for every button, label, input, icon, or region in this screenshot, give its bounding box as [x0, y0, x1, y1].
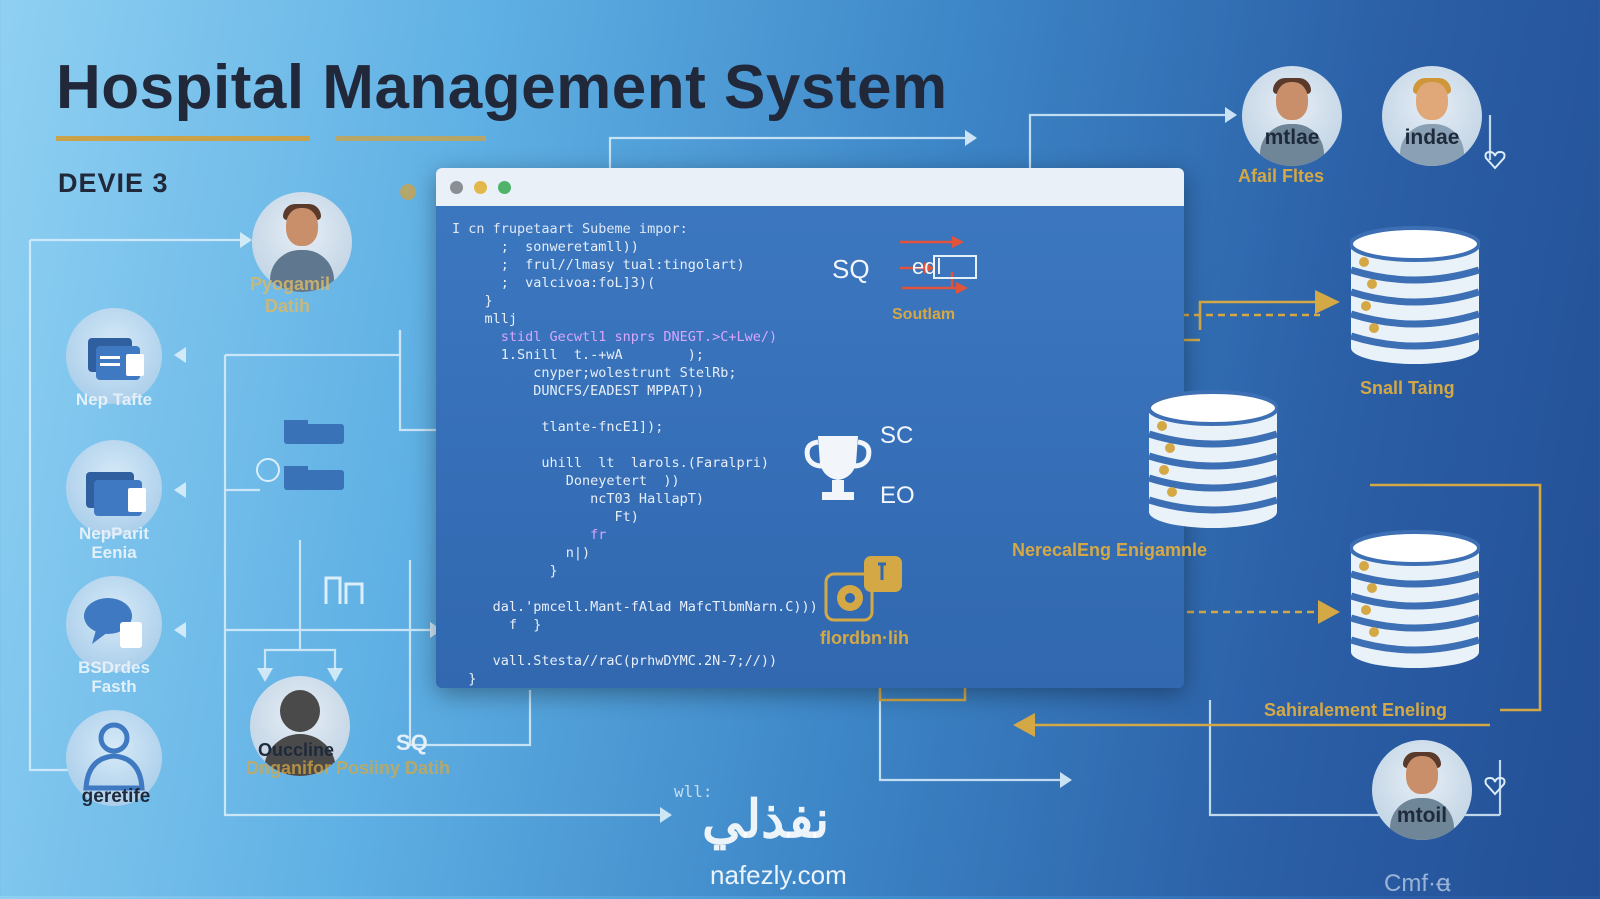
code-line: n|): [452, 545, 591, 561]
doctor-label: Pyogamil: [250, 274, 331, 294]
staff-avatar: [250, 676, 350, 776]
doctor-label-2: Datih: [265, 296, 310, 316]
code-line: uhill lt larols.(Faralpri): [452, 455, 769, 471]
database-bottom-label: Sahiralement Eneling: [1264, 700, 1448, 720]
chart-small-icon: [324, 576, 364, 604]
code-block: I cn frupetaart Subeme impor: ; sonweret…: [452, 220, 818, 688]
code-line: fr: [452, 527, 607, 543]
code-line: [452, 436, 818, 454]
code-line: 1.Snill t.-+wA );: [452, 347, 704, 363]
soutlam-label: Soutlam: [892, 306, 956, 323]
code-line: }: [452, 563, 558, 579]
wll-label: wll:: [674, 782, 713, 801]
page-title: Hospital Management System: [56, 53, 948, 122]
code-line: ; valcivoa:foL]3)(: [452, 275, 656, 291]
chat-icon[interactable]: [66, 576, 162, 672]
database-top-label: Snall Taing: [1360, 378, 1455, 398]
code-line: ncT03 HallapT): [452, 491, 704, 507]
code-line: [452, 580, 818, 598]
chat-label-2: Fasth: [91, 677, 137, 696]
database-bottom-icon: [1350, 530, 1480, 668]
sq-label: SQ: [832, 254, 870, 284]
code-line: tlante-fncE1]);: [452, 419, 664, 435]
user-label: geretife: [81, 786, 151, 807]
code-line: vall.Stesta//raC(prhwDYMC.2N-7;//)): [452, 653, 778, 669]
chat-label-1: BSDrdes: [78, 658, 150, 677]
flow-arrows-icon: [900, 236, 977, 294]
database-middle-icon: [1148, 390, 1278, 528]
minimize-dot-icon[interactable]: [474, 181, 487, 194]
staff-label: Dnganifor Posiiny Datih: [246, 758, 451, 778]
page-subtitle: DEVIE 3: [58, 168, 169, 198]
edl-label: edl: [912, 254, 942, 279]
code-line: cnyper;wolestrunt StelRb;: [452, 365, 737, 381]
code-line: f }: [452, 617, 542, 633]
folders-label-1: NepParit: [79, 524, 149, 543]
folder-tabs-icon: [284, 420, 344, 490]
code-line: dal.'pmcell.Mant-fAlad MafcTlbmNarn.C))): [452, 599, 818, 615]
user-icon[interactable]: [66, 710, 162, 806]
title-underline-secondary: [336, 136, 486, 141]
staff-avatar-a: mtlae: [1242, 66, 1342, 166]
code-line: Ft): [452, 509, 639, 525]
heart-icon-small: [1484, 776, 1506, 796]
code-line: ; frul//lmasy tual:tingolart): [452, 257, 745, 273]
code-line: ; sonweretamll)): [452, 239, 639, 255]
window-titlebar: [436, 168, 1184, 206]
sc-label: SC: [880, 422, 914, 449]
folders-label-2: Eenia: [91, 543, 137, 562]
eo-label: EO: [880, 482, 915, 509]
folders-icon[interactable]: [66, 440, 162, 536]
code-window[interactable]: I cn frupetaart Subeme impor: ; sonweret…: [436, 168, 1184, 688]
database-top-icon: [1350, 226, 1480, 364]
code-line: DUNCFS/EADEST MPPAT)): [452, 383, 704, 399]
heart-icon: [1484, 150, 1506, 170]
code-line: mllj: [452, 311, 518, 327]
watermark-arabic: نفذلي: [702, 791, 830, 849]
code-line: }: [452, 293, 493, 309]
records-icon[interactable]: [66, 308, 162, 404]
title-underline: [56, 136, 310, 141]
staff-a-label: Afail Fltes: [1238, 166, 1325, 186]
code-line: [452, 400, 818, 418]
flow-label: flordbn·lih: [820, 628, 909, 648]
watermark-latin: nafezly.com: [710, 860, 847, 890]
sq-small-label: SQ: [396, 730, 428, 755]
code-line: [452, 634, 818, 652]
staff-inner-label: Ouccline: [258, 740, 335, 760]
doctor-avatar: [252, 192, 352, 292]
code-line: stidl Gecwtl1 snprs DNEGT.>C+Lwe/): [452, 329, 778, 345]
code-line: Doneyetert )): [452, 473, 680, 489]
records-label: Nep Tafte: [75, 390, 153, 409]
close-dot-icon[interactable]: [450, 181, 463, 194]
database-middle-label: NerecalEng Enigamnle: [1012, 540, 1208, 560]
staff-avatar-b: indae: [1382, 66, 1482, 166]
cmf-label: Cmf·ꬰ: [1384, 870, 1451, 897]
staff-avatar-c: mtoil: [1372, 740, 1472, 840]
gears-icon: [824, 556, 902, 622]
staff-c-inner-label: mtoil: [1396, 804, 1448, 827]
trophy-icon: [804, 436, 872, 500]
code-line: }: [452, 671, 477, 687]
staff-b-inner-label: indae: [1404, 126, 1460, 149]
code-line: I cn frupetaart Subeme impor:: [452, 221, 688, 237]
staff-a-inner-label: mtlae: [1264, 126, 1320, 149]
maximize-dot-icon[interactable]: [498, 181, 511, 194]
